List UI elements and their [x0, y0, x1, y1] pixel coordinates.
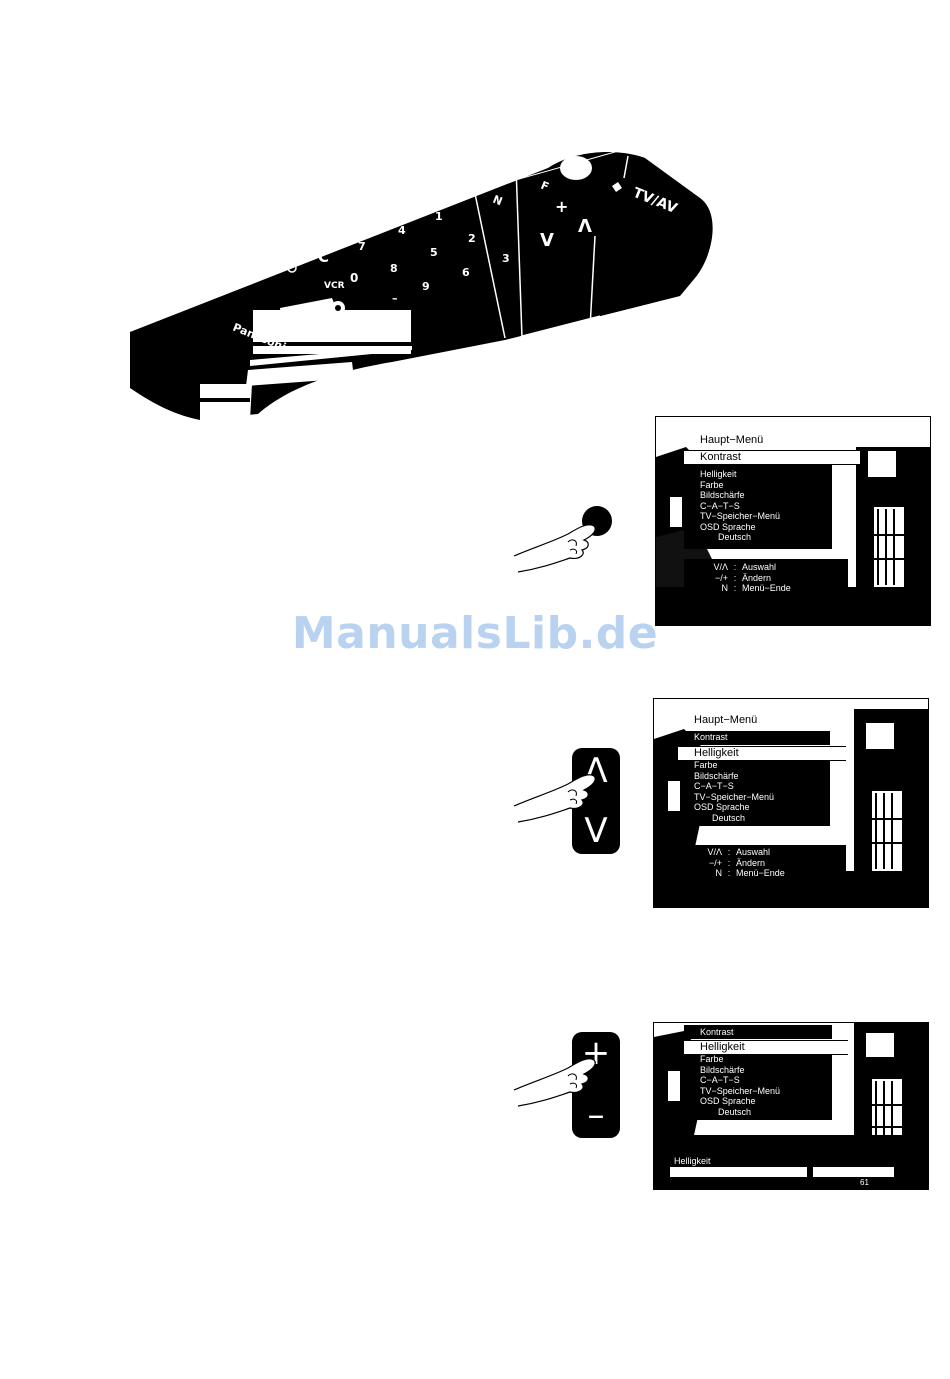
tv-screen-brightness-adjust: Kontrast Helligkeit Farbe Bildschärfe C−… [653, 1022, 929, 1190]
up-key: Λ [578, 216, 592, 237]
hint-text: Auswahl [742, 562, 777, 572]
brightness-bar-track [670, 1167, 894, 1177]
down-glyph: V [584, 811, 608, 851]
brightness-value: 61 [860, 1178, 869, 1187]
c-key: C [318, 248, 329, 266]
menu-panel [682, 760, 830, 826]
hint-text: Ändern [736, 857, 766, 868]
menu-item: C−A−T−S [700, 500, 740, 511]
menu-item: C−A−T−S [694, 781, 734, 791]
key-7: 7 [358, 240, 366, 253]
menu-item: Bildschärfe [700, 490, 745, 500]
hint-list: V/Λ:Auswahl −/+:Ändern N:Menü−Ende [678, 847, 785, 879]
menu-item: TV−Speicher−Menü [700, 511, 781, 521]
menu-item: Kontrast [694, 732, 728, 742]
standby-icon [287, 263, 297, 273]
f-key: F [539, 179, 551, 194]
menu-item: OSD Sprache [700, 1096, 756, 1106]
menu-language-value: Deutsch [718, 1106, 752, 1117]
menu-item: Bildschärfe [694, 770, 739, 781]
hint-key: −/+ [714, 572, 728, 583]
hint-text: Ändern [742, 572, 772, 583]
brightness-bar-fill [806, 1167, 814, 1177]
hint-key: V/Λ [707, 847, 722, 857]
menu-title: Haupt−Menü [678, 713, 814, 727]
key-1: 1 [435, 210, 443, 223]
key-3: 3 [502, 252, 510, 265]
hint-text: Menü−Ende [742, 583, 791, 593]
menu-panel [684, 465, 832, 549]
menu-language-value: Deutsch [718, 532, 752, 542]
key-2: 2 [468, 232, 476, 245]
plus-key: + [555, 197, 568, 216]
menu-selected-item: Kontrast [684, 450, 860, 465]
menu-selected-item: Helligkeit [678, 746, 846, 761]
key-8: 8 [390, 262, 398, 275]
menu-items: Farbe Bildschärfe C−A−T−S TV−Speicher−Me… [678, 760, 774, 823]
menu-first-bar [682, 731, 830, 745]
menu-item: OSD Sprache [694, 802, 750, 812]
tv-screen-main-menu-brightness: Haupt−Menü Kontrast Helligkeit Farbe Bil… [653, 698, 929, 908]
brightness-bar-label: Helligkeit [660, 1155, 717, 1168]
menu-selected-item: Helligkeit [684, 1040, 848, 1055]
hint-text: Menü−Ende [736, 868, 785, 878]
tv-screen-main-menu: Haupt−Menü Kontrast Helligkeit Farbe Bil… [655, 416, 931, 626]
hint-key: N [715, 868, 723, 878]
key-5: 5 [430, 246, 438, 259]
menu-first-item-wrap: Kontrast [684, 1027, 734, 1038]
menu-item: Farbe [700, 1054, 724, 1064]
menu-item: Farbe [700, 479, 724, 490]
key-9: 9 [422, 280, 430, 293]
vcr-label: VCR [324, 281, 345, 291]
minus-key: – [392, 292, 398, 305]
menu-item: Kontrast [700, 1027, 734, 1037]
pointing-hand-icon [513, 524, 596, 573]
pointing-hand-icon [513, 1058, 596, 1107]
n-key: N [491, 193, 504, 209]
remote-control-illustration: Panasonic TV/AV F N + Λ V 1 2 3 4 5 6 7 … [130, 149, 713, 420]
key-0: 0 [350, 271, 358, 285]
menu-item: Farbe [694, 760, 718, 770]
hint-list: V/Λ:Auswahl −/+:Ändern N:Menü−Ende [684, 562, 791, 594]
menu-panel [684, 1054, 832, 1120]
menu-item: Helligkeit [700, 469, 737, 479]
menu-language-value: Deutsch [712, 812, 746, 823]
pointing-hand-icon [513, 774, 596, 823]
menu-item: TV−Speicher−Menü [700, 1085, 781, 1096]
hint-key: −/+ [708, 857, 722, 868]
power-button-icon [560, 156, 592, 180]
menu-item: OSD Sprache [700, 521, 756, 532]
menu-item: TV−Speicher−Menü [694, 791, 775, 802]
menu-first-bar [684, 1025, 832, 1039]
menu-title: Haupt−Menü [684, 433, 830, 447]
menu-item: C−A−T−S [700, 1075, 740, 1085]
menu-items: Farbe Bildschärfe C−A−T−S TV−Speicher−Me… [684, 1054, 780, 1117]
menu-items: Helligkeit Farbe Bildschärfe C−A−T−S TV−… [684, 469, 780, 543]
hint-key: N [721, 583, 729, 593]
key-6: 6 [462, 266, 470, 279]
menu-item: Bildschärfe [700, 1064, 745, 1075]
hint-text: Auswahl [736, 847, 771, 857]
menu-first-item-wrap: Kontrast [678, 732, 728, 743]
watermark: ManualsLib.de [291, 608, 659, 659]
key-4: 4 [398, 224, 406, 237]
mute-icon [612, 182, 622, 192]
hint-key: V/Λ [713, 562, 728, 572]
minus-glyph: – [587, 1095, 605, 1135]
hint-panel [684, 559, 848, 595]
hint-panel [682, 845, 846, 881]
down-key: V [540, 230, 554, 251]
